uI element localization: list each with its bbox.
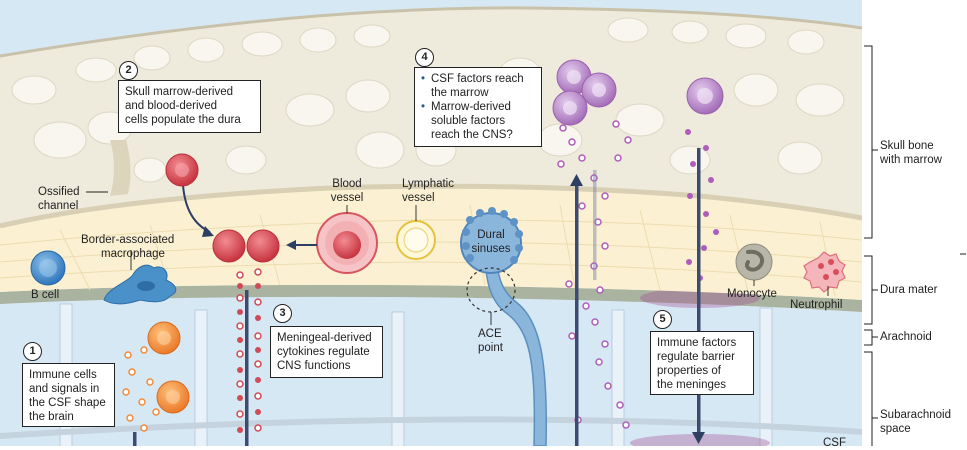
step-2-box: Skull marrow-derived and blood-derived c… <box>118 80 261 133</box>
step-4-b2-line-2: soluble factors <box>431 115 506 127</box>
step-2-line-2: and blood-derived <box>125 100 218 112</box>
bam-label-line-2: macrophage <box>101 248 165 260</box>
ace-line-1: ACE <box>478 328 502 340</box>
arachnoid-band <box>0 284 862 312</box>
ace-point-label: ACE point <box>478 327 503 355</box>
step-5-line-1: Immune factors <box>657 337 737 349</box>
blood-derived-dots <box>236 268 262 432</box>
blood-vessel-label-line-2: vessel <box>330 192 364 204</box>
ossified-label-line-1: Ossified <box>38 186 80 198</box>
layer-skull-line-2: with marrow <box>880 154 942 166</box>
step-1-line-4: the brain <box>29 411 74 423</box>
step-2-number: 2 <box>119 61 138 80</box>
ossified-channel-label: Ossified channel <box>38 185 80 213</box>
lymphatic-vessel-label: Lymphatic vessel <box>402 177 454 205</box>
bam-label-line-1: Border-associated <box>81 234 175 246</box>
step-4-b2-line-3: reach the CNS? <box>431 129 513 141</box>
arrow-ossified-tube <box>593 170 597 280</box>
step-2-line-3: cells populate the dura <box>125 114 241 126</box>
layer-brackets <box>864 45 966 446</box>
step-4-bullet-1: CSF factors reach the marrow <box>421 72 535 100</box>
lymphatic-vessel-inner <box>403 227 429 253</box>
step-4-bullet-2: Marrow-derived soluble factors reach the… <box>421 100 535 142</box>
step-5-box: Immune factors regulate barrier properti… <box>650 331 754 395</box>
step-5-line-3: properties of <box>657 365 721 377</box>
arrow-csf-to-marrow-head <box>570 174 583 186</box>
step-5-line-4: the meninges <box>657 379 727 391</box>
step-1-number: 1 <box>23 342 42 361</box>
layer-dura-label: Dura mater <box>880 284 938 296</box>
lymphatic-label-line-1: Lymphatic <box>402 178 454 190</box>
bam-label: Border-associated macrophage <box>81 233 174 261</box>
ace-line-2: point <box>478 342 503 354</box>
leader-lines <box>86 191 829 325</box>
blood-vessel-cell <box>333 231 361 259</box>
monocyte-label: Monocyte <box>727 288 777 300</box>
step-3-number: 3 <box>273 304 292 323</box>
ossified-label-line-2: channel <box>38 200 79 212</box>
dura-red-cell-2 <box>246 229 280 263</box>
csf-label: CSF <box>823 437 846 449</box>
step-1-line-3: the CSF shape <box>29 397 106 409</box>
arrow-marrow-to-csf <box>697 148 701 434</box>
step-2-line-1: Skull marrow-derived <box>125 86 234 98</box>
dural-sinuses-line-1: Dural <box>477 229 505 241</box>
layer-subarachnoid-line-2: space <box>880 423 911 435</box>
layer-skull-line-1: Skull bone <box>880 140 934 152</box>
neutrophil-label: Neutrophil <box>790 299 843 311</box>
sinus-drain-tube <box>484 255 548 446</box>
lymphatic-label-line-2: vessel <box>402 192 435 204</box>
layer-subarachnoid-label: Subarachnoid space <box>880 408 951 436</box>
step-1-line-1: Immune cells <box>29 369 97 381</box>
b-cell-label: B cell <box>31 289 60 301</box>
step-3-box: Meningeal-derived cytokines regulate CNS… <box>270 326 383 378</box>
subarachnoid-membrane-lower <box>0 416 862 439</box>
arrow-csf-left <box>133 432 137 446</box>
layer-arachnoid-label: Arachnoid <box>880 331 932 343</box>
step-4-b1-line-2: the marrow <box>431 87 489 99</box>
step-3-line-1: Meningeal-derived <box>277 332 372 344</box>
ace-point-marker <box>466 267 516 313</box>
step-5-line-2: regulate barrier <box>657 351 735 363</box>
dura-red-cell-1 <box>212 229 246 263</box>
dural-sinuses-label: Dural sinuses <box>466 228 516 256</box>
ossified-channel <box>110 140 131 196</box>
blood-vessel-label: Blood vessel <box>322 177 372 205</box>
neutrophil <box>803 251 846 293</box>
step-4-b1-line-1: CSF factors reach <box>431 73 524 85</box>
marrow-right-dots <box>685 129 719 281</box>
step-4-b2-line-1: Marrow-derived <box>431 101 511 113</box>
layer-skull-label: Skull bone with marrow <box>880 139 942 167</box>
step-3-line-3: CNS functions <box>277 360 351 372</box>
step-3-line-2: cytokines regulate <box>277 346 370 358</box>
monocyte <box>735 243 773 281</box>
step-4-box: CSF factors reach the marrow Marrow-deri… <box>414 67 542 147</box>
blood-derived-dots-filled <box>237 283 261 433</box>
arrow-marrow-to-csf-head <box>692 432 705 444</box>
step-4-number: 4 <box>415 48 434 67</box>
skull-inner-surface <box>0 183 862 229</box>
blood-vessel-label-line-1: Blood <box>332 178 362 190</box>
skull-outer-surface <box>0 6 862 58</box>
sinus-rim-cells <box>462 207 523 264</box>
step-5-number: 5 <box>653 310 672 329</box>
step-1-line-2: and signals in <box>29 383 100 395</box>
csf-signal-dots <box>122 346 160 432</box>
layer-subarachnoid-line-1: Subarachnoid <box>880 409 951 421</box>
arrow-dura-down <box>245 290 249 446</box>
dural-sinuses-line-2: sinuses <box>471 243 511 255</box>
step-1-box: Immune cells and signals in the CSF shap… <box>22 363 115 427</box>
